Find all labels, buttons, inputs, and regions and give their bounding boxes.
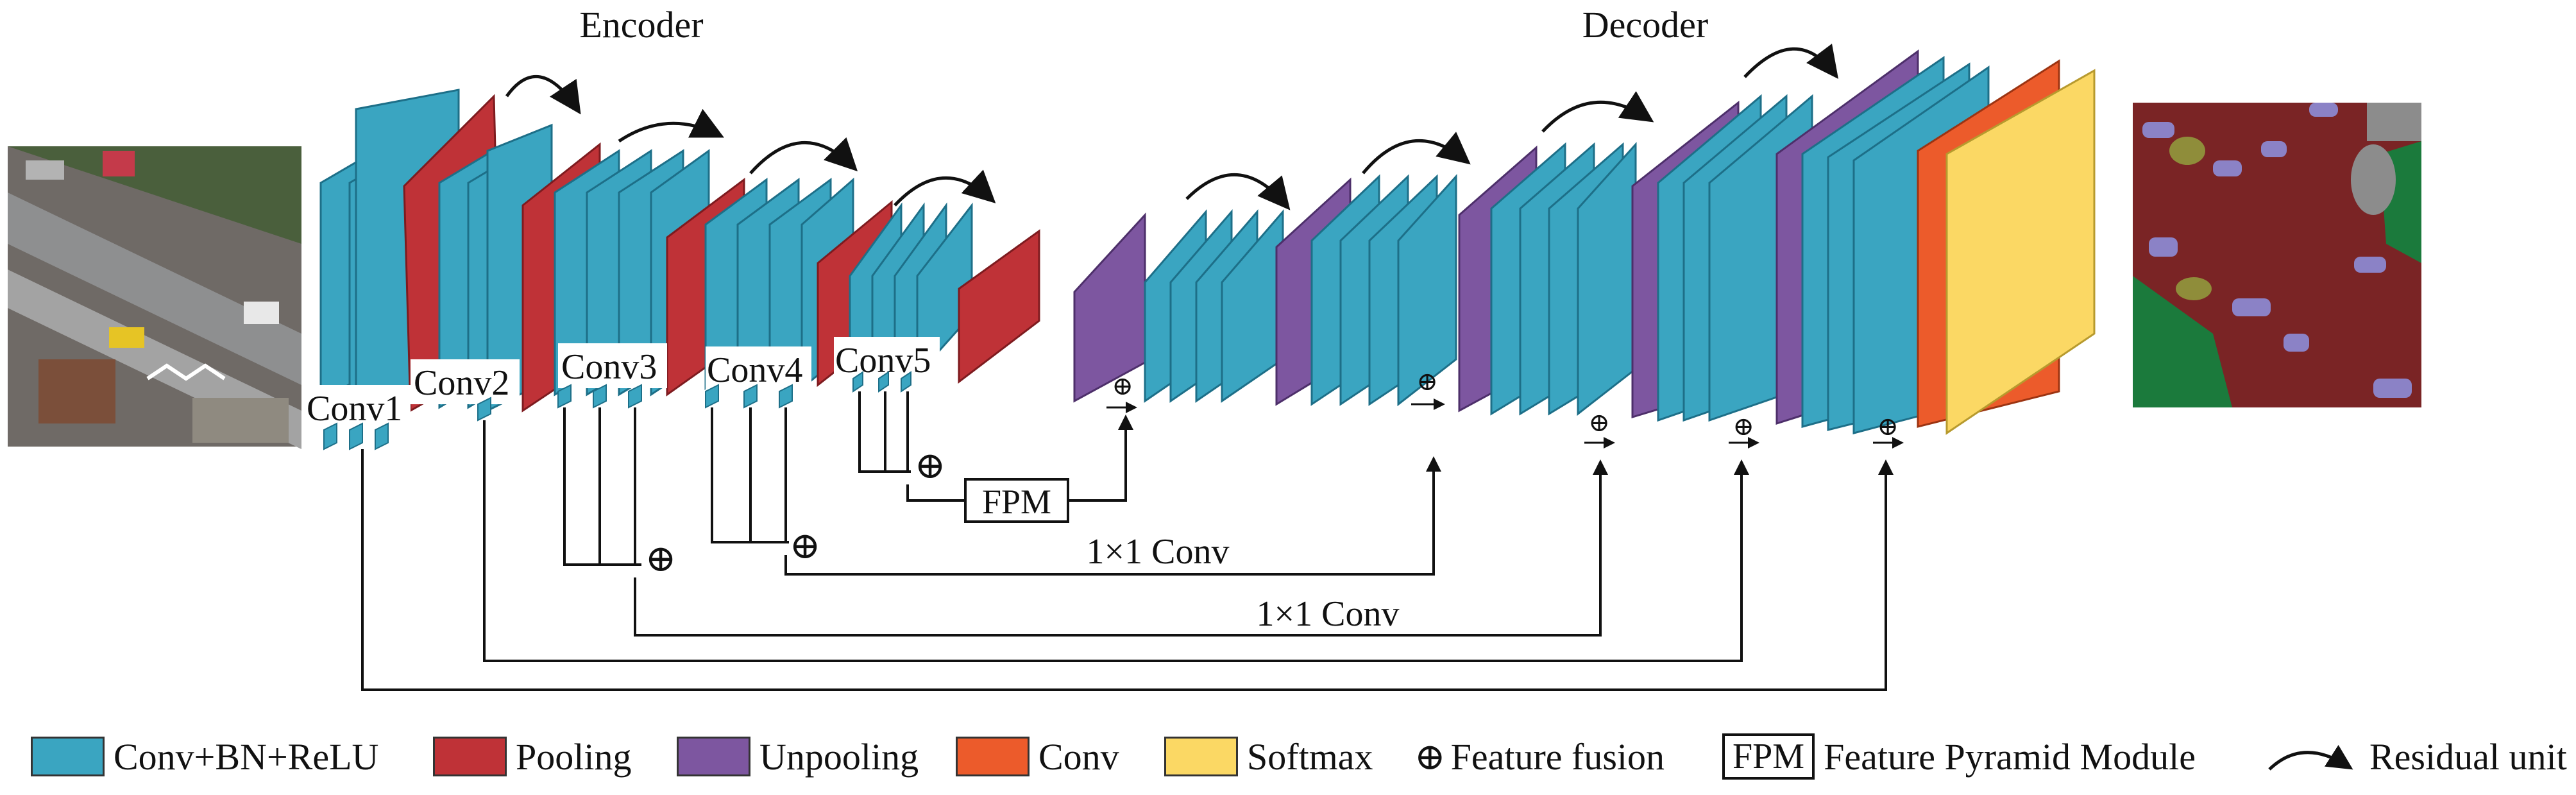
fpm-block: FPM — [964, 478, 1069, 523]
conv1-label: Conv1 — [307, 389, 402, 429]
fusion-icon: ⊕ — [1416, 367, 1438, 396]
fusion-icon: ⊕ — [1112, 372, 1133, 400]
conv4-label: Conv4 — [707, 350, 802, 390]
network-diagram: Encoder Decoder — [8, 4, 2421, 691]
fusion-icon: ⊕ — [1414, 736, 1446, 778]
fusion-icon: ⊕ — [1733, 412, 1754, 441]
skip-connections — [361, 391, 1894, 691]
pooling-swatch — [433, 737, 507, 776]
conv-bn-relu-swatch — [31, 737, 105, 776]
decoder-title: Decoder — [1582, 4, 1708, 46]
input-image — [8, 146, 301, 449]
fusion-icon: ⊕ — [1877, 412, 1899, 441]
conv1x1-label-upper: 1×1 Conv — [1087, 532, 1230, 572]
legend-conv-bn-relu: Conv+BN+ReLU — [31, 734, 378, 779]
legend-label: Unpooling — [759, 735, 919, 778]
skip-taps — [323, 371, 911, 450]
legend-unpooling: Unpooling — [677, 734, 919, 779]
legend-label: Conv — [1038, 735, 1119, 778]
decoder-block-2 — [1275, 174, 1457, 407]
conv5-label: Conv5 — [835, 341, 931, 380]
legend: Conv+BN+ReLU Pooling Unpooling Conv Soft… — [0, 719, 2576, 789]
decoder-block-3 — [1458, 142, 1637, 416]
fusion-icon: ⊕ — [645, 538, 677, 579]
legend-fpm: FPM Feature Pyramid Module — [1722, 733, 2196, 780]
decoder-residual-arrows — [1185, 44, 1839, 210]
legend-label: Conv+BN+ReLU — [114, 735, 379, 778]
conv2-label: Conv2 — [414, 363, 509, 403]
stage-5-layers — [849, 202, 1040, 384]
legend-label: Feature Pyramid Module — [1824, 735, 2196, 778]
unpooling-layer — [1073, 212, 1146, 403]
conv3-label: Conv3 — [561, 347, 657, 387]
fpm-label: FPM — [982, 483, 1051, 521]
conv1x1-label-lower: 1×1 Conv — [1257, 594, 1400, 634]
decoder-block-1 — [1073, 209, 1284, 403]
fusion-icon: ⊕ — [915, 445, 946, 486]
legend-feature-fusion: ⊕ Feature fusion — [1414, 734, 1665, 779]
legend-conv: Conv — [956, 734, 1119, 779]
legend-softmax: Softmax — [1164, 734, 1373, 779]
fusion-icon: ⊕ — [790, 525, 821, 567]
unpooling-swatch — [677, 737, 750, 776]
legend-residual-unit: Residual unit — [2264, 734, 2567, 779]
curved-arrow-icon — [2268, 744, 2353, 771]
pooling-layer — [958, 229, 1040, 384]
softmax-swatch — [1164, 737, 1238, 776]
fusion-icon: ⊕ — [1588, 408, 1610, 437]
legend-label: Softmax — [1247, 735, 1373, 778]
output-segmentation-map — [2133, 103, 2421, 407]
feature-fusion-symbols: ⊕ ⊕ ⊕ — [645, 445, 946, 579]
encoder-title: Encoder — [579, 4, 703, 46]
legend-label: Feature fusion — [1450, 735, 1665, 778]
legend-pooling: Pooling — [433, 734, 632, 779]
softmax-layer — [1945, 69, 2096, 435]
legend-label: Residual unit — [2369, 735, 2567, 778]
conv-layer — [1397, 174, 1457, 407]
legend-label: Pooling — [516, 735, 632, 778]
encoder-residual-arrows — [505, 74, 996, 207]
fpm-legend-box: FPM — [1722, 733, 1815, 780]
decoder-fusion-inputs — [1106, 398, 1904, 449]
conv-swatch — [956, 737, 1030, 776]
decoder-block-5 — [1775, 49, 2096, 435]
